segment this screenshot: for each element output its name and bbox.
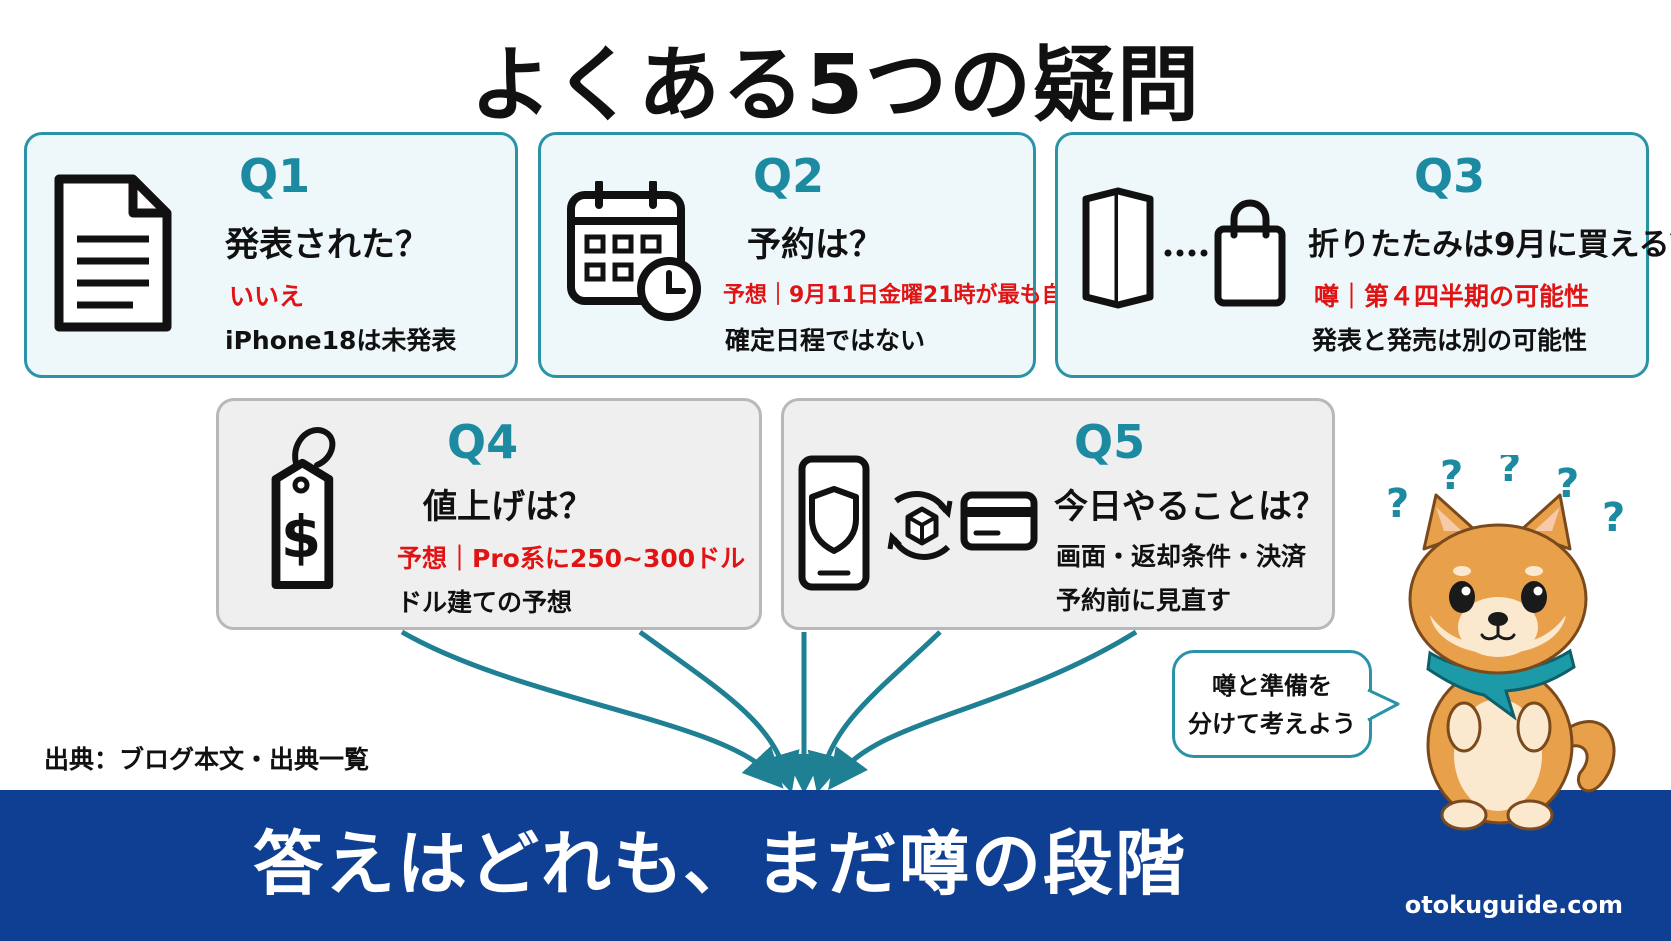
q4-label: Q4 [447,415,519,469]
q3-answer: 噂｜第４四半期の可能性 [1314,282,1590,311]
svg-text:?: ? [1498,455,1521,491]
svg-text:?: ? [1440,455,1463,499]
q1-card: Q1 発表された？ いいえ iPhone18は未発表 [24,132,518,378]
q5-card: Q5 今日やることは？ 画面・返却条件・決済 予約前に見直す [781,398,1335,630]
q4-note: ドル建ての予想 [397,588,573,617]
bubble-tail [1366,686,1402,730]
svg-text:?: ? [1386,481,1409,527]
q3-note: 発表と発売は別の可能性 [1312,326,1588,355]
foldable-to-bag-icon [1078,185,1288,313]
q5-label: Q5 [1074,415,1146,469]
price-tag-icon: $ [247,419,357,599]
q4-question: 値上げは？ [423,487,593,527]
calendar-clock-icon [565,181,705,323]
shiba-dog-mascot-icon: ? ? ? ? ? [1380,445,1630,839]
q5-answer: 画面・返却条件・決済 [1056,542,1307,571]
page-title: よくある5つの疑問 [469,38,1202,133]
svg-text:?: ? [1556,461,1579,507]
q5-question: 今日やることは？ [1054,487,1326,527]
q2-answer: 予想｜9月11日金曜21時が最も自然 [723,283,1086,308]
site-url: otokuguide.com [1404,891,1623,919]
speech-bubble: 噂と準備を 分けて考えよう [1172,650,1372,758]
q3-question: 折りたたみは9月に買える？ [1308,227,1671,263]
svg-text:$: $ [281,503,321,571]
q3-label: Q3 [1414,149,1486,203]
q3-card: Q3 折りたたみは9月に買える？ 噂｜第４四半期の可能性 発表と発売は別の可能性 [1055,132,1671,378]
banner-text: 答えはどれも、まだ噂の段階 [253,823,1187,905]
q1-answer: いいえ [229,282,305,311]
q4-card: $ Q4 値上げは？ 予想｜Pro系に250~300ドル ドル建ての予想 [216,398,762,630]
document-icon [53,173,173,333]
q5-note: 予約前に見直す [1056,586,1232,615]
bubble-line-2: 分けて考えよう [1188,710,1356,738]
q2-note: 確定日程ではない [725,326,926,355]
bubble-line-1: 噂と準備を [1212,672,1332,700]
phone-return-card-icon [798,455,1038,591]
source-note: 出典：ブログ本文・出典一覧 [44,745,370,774]
q1-question: 発表された？ [225,225,429,265]
q4-answer: 予想｜Pro系に250~300ドル [397,544,746,573]
q2-card: Q2 予約は？ 予想｜9月11日金曜21時が最も自然 確定日程ではない [538,132,1086,378]
q1-note: iPhone18は未発表 [225,326,457,355]
q1-label: Q1 [239,149,311,203]
q2-question: 予約は？ [747,225,883,265]
svg-text:?: ? [1602,495,1625,541]
q2-label: Q2 [753,149,825,203]
bottom-banner: 答えはどれも、まだ噂の段階 otokuguide.com [0,790,1671,941]
